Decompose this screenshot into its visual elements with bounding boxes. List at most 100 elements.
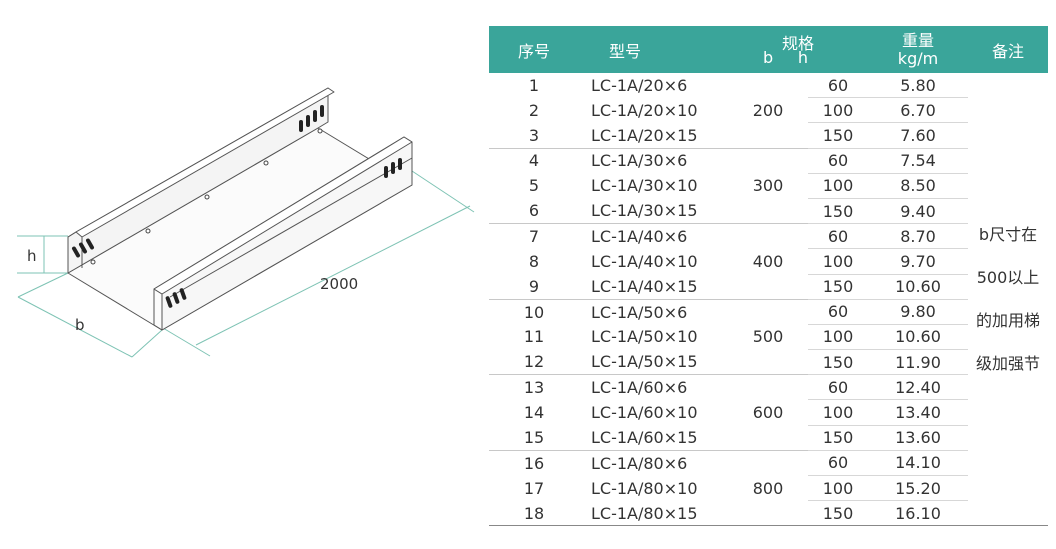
cell-model: LC-1A/50×15 [579, 349, 728, 376]
cell-h: 150 [808, 425, 868, 451]
cell-h: 150 [808, 198, 868, 225]
cell-model: LC-1A/20×6 [591, 75, 688, 95]
cell-seq: 3 [489, 122, 579, 149]
header-spec: 规格 b h [728, 26, 868, 73]
cell-model: LC-1A/30×10 [591, 176, 698, 196]
cell-h: 100 [808, 97, 868, 124]
cell-model: LC-1A/60×10 [591, 403, 698, 423]
cell-model: LC-1A/80×10 [591, 478, 698, 498]
cell-weight: 7.54 [868, 148, 968, 174]
cell-weight: 5.80 [868, 73, 968, 99]
cell-model: LC-1A/20×10 [591, 100, 698, 120]
cell-weight: 9.40 [868, 198, 968, 225]
cell-seq: 7 [528, 226, 540, 246]
cell-weight: 9.80 [868, 299, 968, 325]
cell-model: LC-1A/60×6 [591, 378, 688, 398]
cell-h: 150 [808, 500, 868, 527]
cell-h: 100 [808, 475, 868, 502]
note-line: 级加强节 [975, 354, 1040, 374]
cell-h: 60 [808, 223, 868, 250]
cell-seq: 16 [523, 453, 545, 473]
cell-weight: 12.40 [868, 374, 968, 401]
cell-b: 600 [728, 374, 808, 451]
cell-h: 100 [808, 248, 868, 275]
cell-weight: 8.70 [868, 223, 968, 250]
cell-seq: 13 [523, 378, 545, 398]
header-weight-unit: kg/m [897, 48, 939, 68]
cell-h: 60 [808, 374, 868, 401]
cell-model: LC-1A/60×15 [579, 425, 728, 451]
dimension-label-b: b [75, 316, 85, 334]
dimension-label-length: 2000 [320, 275, 358, 293]
header-note: 备注 [968, 26, 1048, 73]
cell-seq: 15 [489, 425, 579, 451]
header-model: 型号 [579, 26, 728, 73]
cell-b: 400 [728, 223, 808, 300]
cell-seq: 9 [489, 274, 579, 300]
cell-h: 150 [808, 274, 868, 300]
cell-seq: 5 [528, 176, 540, 196]
cell-model: LC-1A/80×6 [591, 453, 688, 473]
cell-h: 100 [808, 173, 868, 199]
cell-model: LC-1A/30×6 [591, 151, 688, 171]
header-weight: 重量 kg/m [868, 26, 968, 73]
cell-model: LC-1A/20×15 [579, 122, 728, 149]
cell-seq: 10 [523, 302, 545, 322]
cell-h: 60 [808, 73, 868, 99]
cell-weight: 13.40 [868, 399, 968, 426]
slot-holes [72, 105, 402, 308]
cell-model: LC-1A/40×10 [591, 251, 698, 271]
cell-b: 300 [728, 148, 808, 225]
cell-seq: 6 [489, 198, 579, 225]
cell-seq: 1 [528, 75, 540, 95]
table-header-row: 序号 型号 规格 b h 重量 kg/m 备注 [489, 26, 1048, 73]
dimension-label-h: h [27, 247, 37, 265]
cell-model: LC-1A/30×15 [579, 198, 728, 225]
cell-seq: 4 [528, 151, 540, 171]
cell-h: 150 [808, 122, 868, 149]
header-seq: 序号 [489, 26, 579, 73]
cell-h: 60 [808, 450, 868, 477]
cell-h: 100 [808, 399, 868, 426]
header-spec-h: h [797, 48, 808, 67]
cell-h: 60 [808, 148, 868, 174]
cell-b: 500 [728, 299, 808, 376]
cell-model: LC-1A/80×15 [579, 500, 728, 527]
cell-weight: 15.20 [868, 475, 968, 502]
cell-seq: 12 [489, 349, 579, 376]
cell-weight: 7.60 [868, 122, 968, 149]
dimension-lines [17, 170, 475, 358]
cell-h: 60 [808, 299, 868, 325]
cell-seq: 2 [528, 100, 540, 120]
bolt-holes [90, 128, 323, 265]
cell-weight: 9.70 [868, 248, 968, 275]
cell-weight: 6.70 [868, 97, 968, 124]
note-line: 的加用梯 [975, 311, 1040, 331]
cell-h: 100 [808, 324, 868, 351]
cell-weight: 8.50 [868, 173, 968, 199]
cell-b: 800 [728, 450, 808, 527]
cell-weight: 13.60 [868, 425, 968, 451]
cell-model: LC-1A/50×10 [591, 327, 698, 347]
cable-tray-drawing: h b 2000 [17, 87, 475, 358]
note-line: b尺寸在 [978, 225, 1038, 245]
cell-weight: 10.60 [868, 274, 968, 300]
